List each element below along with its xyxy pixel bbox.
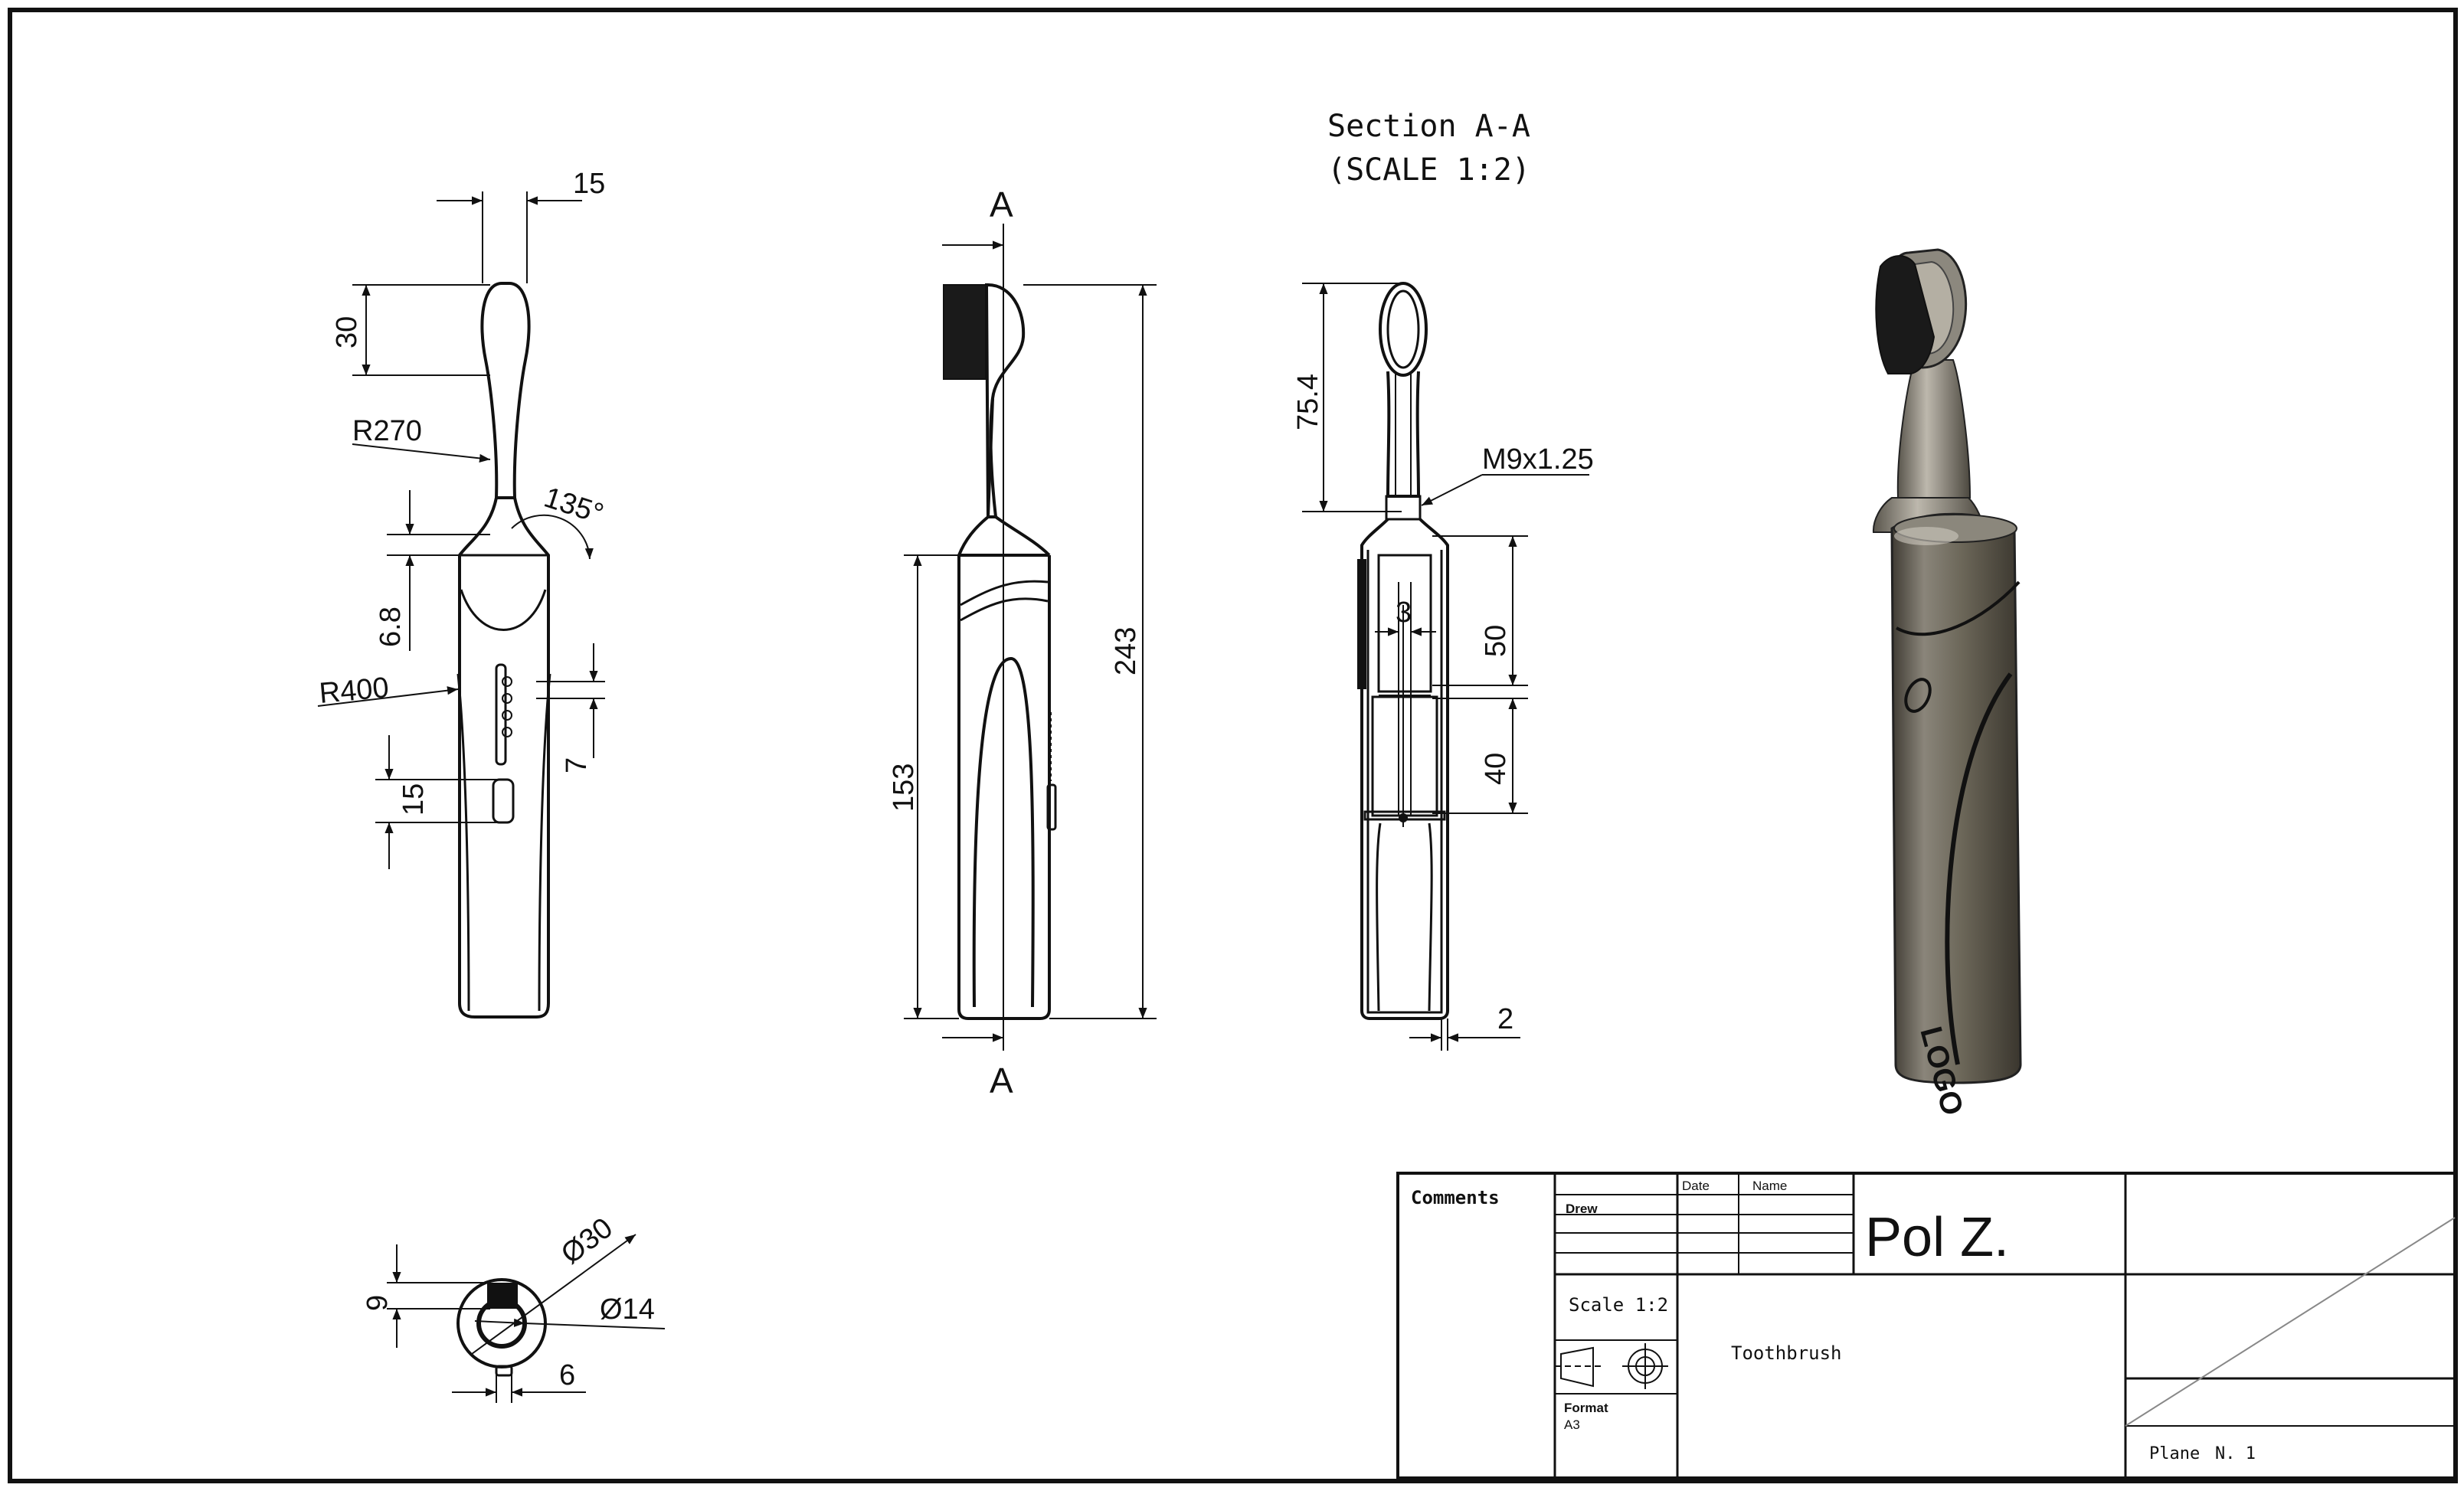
section-scale-note: (SCALE 1:2) — [1327, 152, 1530, 188]
cut-label-bottom: A — [990, 1061, 1013, 1100]
title-block — [1396, 1172, 2456, 1480]
title-block-scale: Scale 1:2 — [1569, 1294, 1668, 1316]
front-view-dimensions — [317, 191, 605, 869]
title-block-plane-number: N. 1 — [2215, 1444, 2256, 1463]
render-bristles — [1875, 255, 1936, 374]
dim-head-to-thread: 75.4 — [1292, 374, 1324, 430]
section-title: Section A-A — [1327, 109, 1530, 144]
dim-head-length: 30 — [331, 316, 363, 348]
bottom-view-dimensions — [387, 1234, 666, 1403]
title-block-comments-label: Comments — [1411, 1187, 1500, 1208]
dim-shoulder-height: 6.8 — [375, 607, 407, 647]
side-view — [943, 283, 1057, 1020]
dim-bottom-height: 9 — [362, 1295, 394, 1311]
dim-battery-length: 40 — [1480, 753, 1512, 785]
cut-label-top: A — [990, 185, 1013, 224]
title-block-author: Pol Z. — [1865, 1207, 2009, 1268]
section-view-dimensions — [1302, 283, 1589, 1051]
dim-overall-length: 243 — [1110, 627, 1142, 675]
dim-neck-radius: R270 — [352, 415, 422, 447]
title-block-date-label: Date — [1682, 1179, 1710, 1193]
dim-inner-diameter: Ø14 — [600, 1293, 655, 1326]
toothbrush-render: LOGO — [1872, 248, 2022, 1119]
side-bristles — [943, 284, 987, 380]
side-head-outline — [984, 283, 1026, 518]
dim-foot-width: 6 — [559, 1359, 575, 1391]
dim-motor-length: 50 — [1480, 625, 1512, 657]
title-block-name-label: Name — [1752, 1179, 1787, 1193]
section-view — [1357, 282, 1449, 1020]
dim-front-width: 15 — [573, 168, 605, 200]
bottom-view — [456, 1278, 547, 1377]
dim-thread: M9x1.25 — [1482, 443, 1594, 476]
dim-shaft-width: 3 — [1396, 597, 1412, 629]
dim-shoulder-angle: 135° — [540, 482, 607, 531]
dim-body-length: 153 — [888, 763, 920, 812]
title-block-plane-label: Plane — [2149, 1444, 2200, 1463]
side-view-dimensions — [904, 224, 1157, 1051]
title-block-format-value: A3 — [1564, 1417, 1580, 1432]
title-block-part-name: Toothbrush — [1731, 1342, 1842, 1364]
dim-button-height: 15 — [398, 783, 430, 816]
dim-wall-thickness: 2 — [1497, 1003, 1513, 1035]
sheet-border — [8, 8, 2458, 1483]
front-brush-outline — [480, 282, 531, 499]
dim-led-spacing: 7 — [561, 757, 593, 773]
front-view — [456, 282, 551, 1019]
dim-outer-diameter: Ø30 — [555, 1211, 619, 1270]
title-block-drew-label: Drew — [1566, 1202, 1598, 1216]
dim-body-radius: R400 — [318, 672, 390, 710]
title-block-format-label: Format — [1564, 1401, 1608, 1415]
